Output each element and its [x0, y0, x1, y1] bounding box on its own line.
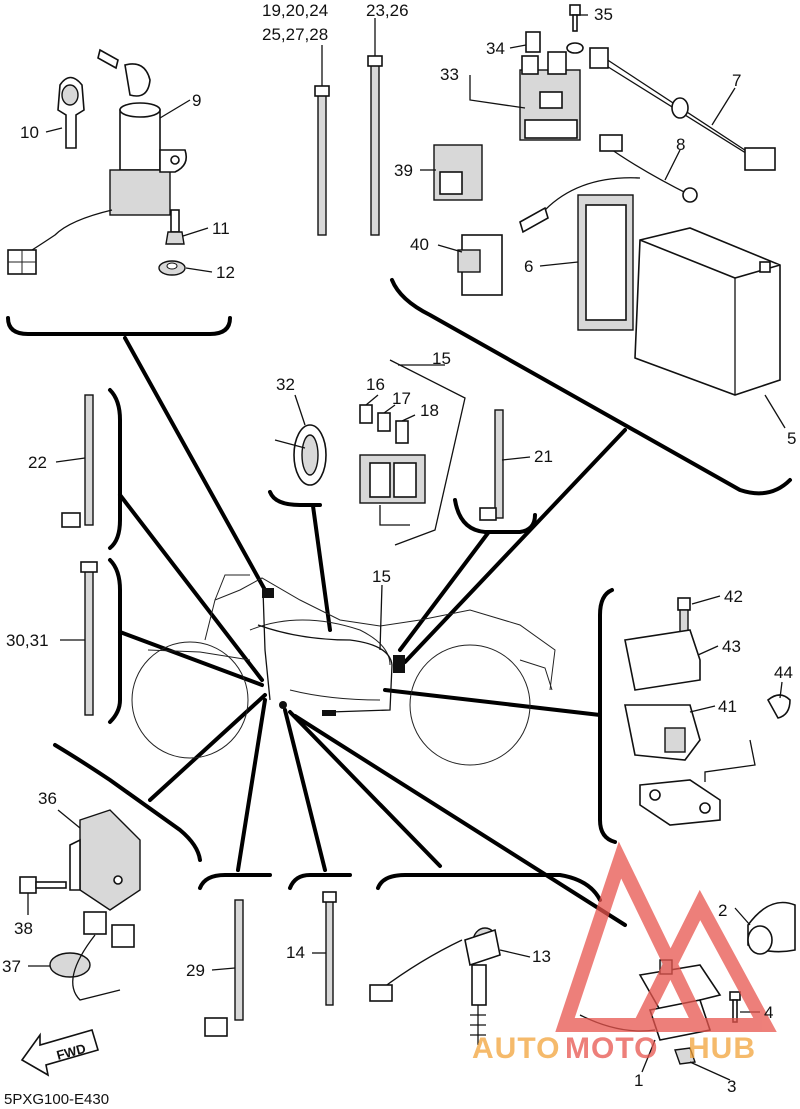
callout-35: 35 [594, 5, 613, 24]
watermark-part2: MOTO [565, 1032, 658, 1065]
callout-8: 8 [676, 135, 685, 154]
callout-19b: 25,27,28 [262, 25, 328, 44]
callout-22: 22 [28, 453, 47, 472]
callout-32: 32 [276, 375, 295, 394]
callout-9: 9 [192, 91, 201, 110]
callout-4: 4 [764, 1003, 773, 1022]
callout-13: 13 [532, 947, 551, 966]
callout-33: 33 [440, 65, 459, 84]
callout-14: 14 [286, 943, 305, 962]
callout-16: 16 [366, 375, 385, 394]
motorcycle-outline [131, 574, 556, 766]
harness-routing [257, 588, 405, 716]
bottom-center-group [204, 891, 501, 1045]
fuse-group [61, 359, 504, 716]
group-leaders [118, 336, 627, 927]
callout-37: 37 [2, 957, 21, 976]
callout-10: 10 [20, 123, 39, 142]
callout-5: 5 [787, 429, 796, 448]
rectifier-group [19, 809, 141, 1001]
main-switch-group [7, 48, 188, 276]
cable-ties-top [314, 55, 383, 236]
callout-36: 36 [38, 789, 57, 808]
callout-21: 21 [534, 447, 553, 466]
callout-12: 12 [216, 263, 235, 282]
callout-2: 2 [718, 901, 727, 920]
callout-42: 42 [724, 587, 743, 606]
callout-11: 11 [212, 219, 230, 238]
callout-39: 39 [394, 161, 413, 180]
watermark-part1: AUTO [472, 1032, 560, 1065]
callout-29: 29 [186, 961, 205, 980]
callout-40: 40 [410, 235, 429, 254]
callout-6: 6 [524, 257, 533, 276]
callout-30: 30,31 [6, 631, 49, 650]
callout-38: 38 [14, 919, 33, 938]
callout-7: 7 [732, 71, 741, 90]
callout-34: 34 [486, 39, 505, 58]
callout-43: 43 [722, 637, 741, 656]
callout-labels: 9 10 11 12 19,20,24 25,27,28 23,26 35 34… [2, 1, 796, 1096]
callout-41: 41 [718, 697, 737, 716]
watermark-part3: HUB [688, 1032, 756, 1065]
group-outlines [6, 278, 792, 902]
callout-18: 18 [420, 401, 439, 420]
battery-relay-group [433, 4, 781, 396]
callout-19: 19,20,24 [262, 1, 328, 20]
watermark-logo: AUTO MOTO HUB [472, 841, 777, 1065]
callout-44: 44 [774, 663, 793, 682]
fwd-arrow-icon: FWD [20, 1029, 99, 1077]
fwd-label: FWD [55, 1041, 87, 1063]
callout-23: 23,26 [366, 1, 409, 20]
callout-3: 3 [727, 1077, 736, 1096]
callout-1: 1 [634, 1071, 643, 1090]
callout-17: 17 [392, 389, 411, 408]
callout-15a: 15 [432, 349, 451, 368]
diagram-code: 5PXG100-E430 [4, 1091, 109, 1108]
callout-leaders [27, 14, 786, 1081]
callout-15b: 15 [372, 567, 391, 586]
sensor-group [624, 597, 791, 826]
